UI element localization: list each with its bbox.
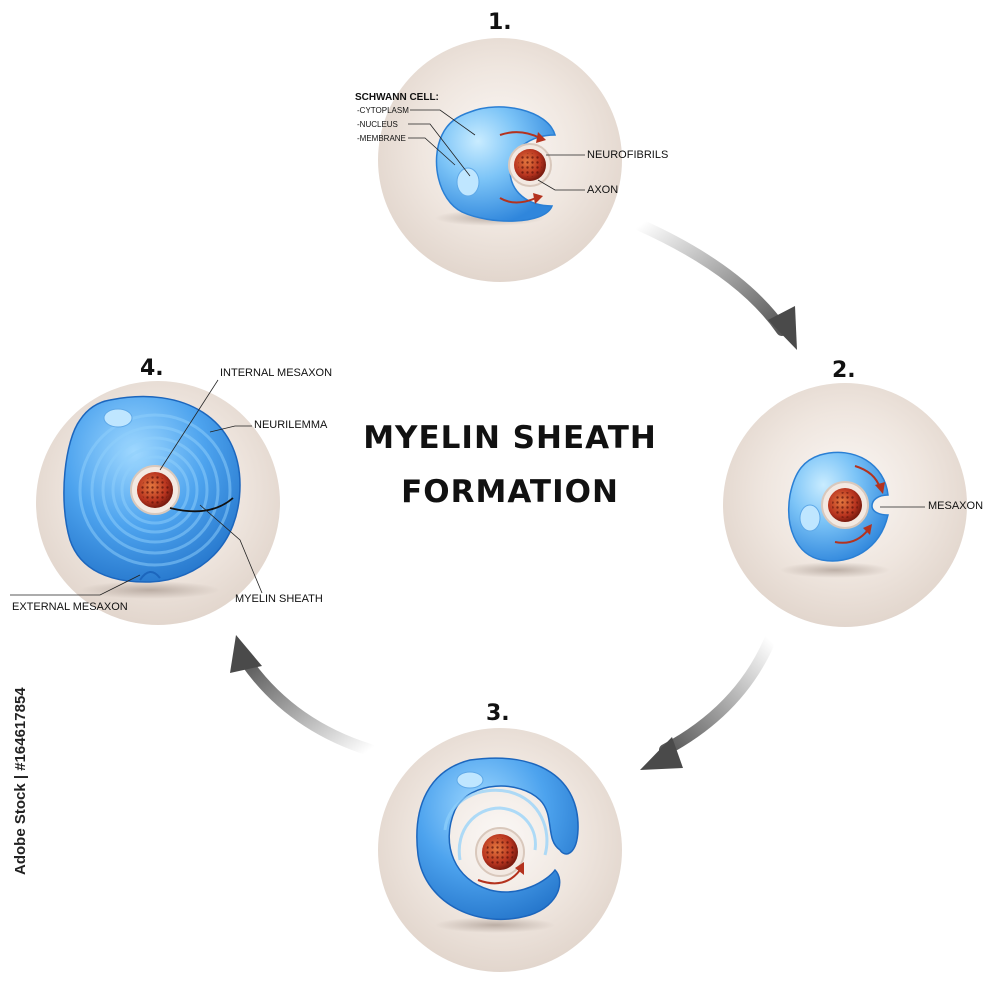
label-nucleus: -NUCLEUS xyxy=(357,120,398,129)
arrow-2-to-3 xyxy=(640,634,776,770)
label-cytoplasm: -CYTOPLASM xyxy=(357,106,409,115)
label-axon: AXON xyxy=(587,184,619,196)
label-membrane: -MEMBRANE xyxy=(357,134,406,143)
stage-3-number: 3. xyxy=(486,701,510,726)
stage-1-number: 1. xyxy=(488,10,512,35)
schwann-nucleus xyxy=(456,167,480,197)
label-neurofibrils: NEUROFIBRILS xyxy=(587,149,669,161)
label-schwann-cell: SCHWANN CELL: xyxy=(355,92,439,103)
diagram-title-line-1: MYELIN SHEATH xyxy=(363,420,657,456)
growth-arrow-bottom xyxy=(499,197,537,204)
stage-2-illustration xyxy=(780,451,925,578)
label-mesaxon: MESAXON xyxy=(928,500,984,512)
diagram-title-line-2: FORMATION xyxy=(401,474,619,510)
growth-arrow-top xyxy=(499,131,541,139)
label-internal-mesaxon: INTERNAL MESAXON xyxy=(220,367,333,379)
stage-1-illustration xyxy=(408,106,585,226)
stock-watermark-id: Adobe Stock | #164617854 xyxy=(12,687,29,875)
arrow-3-to-4 xyxy=(230,635,376,756)
arrow-1-to-2 xyxy=(634,219,797,350)
label-myelin-sheath: MYELIN SHEATH xyxy=(235,593,323,605)
stage-3-illustration xyxy=(416,757,579,933)
stage-4-illustration xyxy=(10,379,263,599)
label-neurilemma: NEURILEMMA xyxy=(254,419,328,431)
label-external-mesaxon: EXTERNAL MESAXON xyxy=(12,601,128,613)
stage-2-number: 2. xyxy=(832,358,856,383)
stage-4-number: 4. xyxy=(140,356,164,381)
